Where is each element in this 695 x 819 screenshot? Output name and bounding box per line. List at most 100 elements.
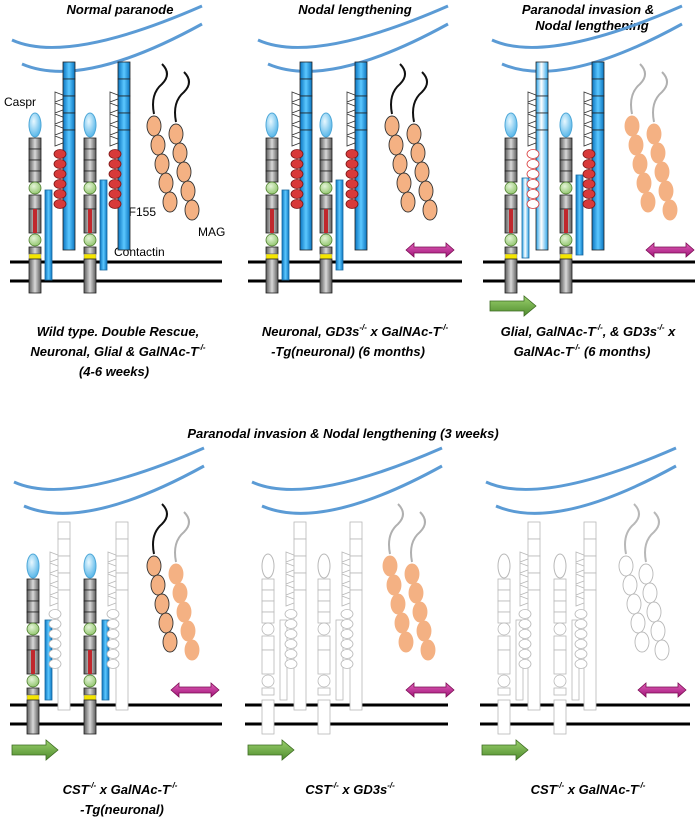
nf155-fn-domain xyxy=(62,95,76,114)
nf155-fn-domain xyxy=(117,61,131,80)
caption-cst-gd3s: CST-/- x GD3s-/- xyxy=(305,781,395,797)
nf155-fn-domain xyxy=(117,78,131,97)
caspr-yellow-band xyxy=(504,253,518,260)
nf155-ig-domain xyxy=(526,169,540,179)
nf155-ig-domain xyxy=(106,629,120,639)
nf155-fn-domain xyxy=(527,572,541,591)
myelin-line-outer xyxy=(11,4,203,49)
caspr-yellow-band xyxy=(319,253,333,260)
nf155-stalk xyxy=(117,129,131,251)
caspr-segment xyxy=(504,194,518,210)
caspr-segment xyxy=(319,159,333,172)
caspr-segment xyxy=(83,600,97,613)
nf155-stalk xyxy=(349,589,363,711)
nf155-triangle xyxy=(519,551,535,563)
caspr-tip xyxy=(553,553,567,579)
caspr-globule xyxy=(319,181,333,195)
mag-molecule xyxy=(146,63,178,213)
caspr-transmembrane xyxy=(319,258,333,294)
nf155-fn-domain xyxy=(354,61,368,80)
caspr-red-band xyxy=(88,650,92,674)
mag-ig-domain xyxy=(180,620,196,642)
caspr-globule xyxy=(265,233,279,247)
nf155-triangle xyxy=(49,562,65,574)
nf155-ig-domain xyxy=(290,169,304,179)
caspr-segment xyxy=(26,635,40,651)
nf155-fn-domain xyxy=(354,78,368,97)
caspr-segment xyxy=(28,137,42,150)
caspr-molecule xyxy=(497,553,511,735)
nf155-triangle xyxy=(346,124,362,136)
nf155-ig-domain xyxy=(518,629,532,639)
nf155-triangle xyxy=(285,573,301,585)
caspr-globule xyxy=(83,181,97,195)
nf155-ig-domain xyxy=(48,639,62,649)
mag-molecule xyxy=(146,503,178,653)
mag-tether xyxy=(630,63,646,115)
caspr-segment xyxy=(317,687,331,696)
nf155-ig-domain xyxy=(340,649,354,659)
nf155-triangle xyxy=(291,135,307,147)
nf155-triangle xyxy=(291,91,307,103)
mag-ig-domain xyxy=(150,134,166,156)
caspr-segment xyxy=(497,611,511,624)
nf155-ig-domain xyxy=(284,629,298,639)
mag-ig-domain xyxy=(650,620,666,642)
caspr-red-band xyxy=(509,209,513,233)
nodal-lengthening-arrow xyxy=(405,682,455,698)
caspr-molecule xyxy=(28,112,42,294)
nf155-triangle xyxy=(285,595,301,607)
caspr-segment xyxy=(261,649,275,675)
caspr-globule xyxy=(28,181,42,195)
nf155-triangle xyxy=(341,573,357,585)
caspr-globule xyxy=(504,181,518,195)
caspr-molecule xyxy=(553,553,567,735)
nf155-fn-domain xyxy=(293,521,307,540)
nf155-ig-domain xyxy=(574,629,588,639)
mag-ig-domain xyxy=(158,612,174,634)
contactin-molecule xyxy=(335,179,344,271)
nf155-ig-domain xyxy=(284,649,298,659)
mag-ig-domain xyxy=(654,639,670,661)
nf155-ig-domain xyxy=(53,199,67,209)
mag-ig-domain xyxy=(386,574,402,596)
nf155-triangle xyxy=(54,102,70,114)
mag-ig-domain xyxy=(392,153,408,175)
nf155-ig-domain xyxy=(340,629,354,639)
caspr-segment xyxy=(265,194,279,210)
mag-molecule xyxy=(638,511,670,661)
nf155-ig-domain xyxy=(526,199,540,209)
caspr-segment xyxy=(319,246,333,255)
mag-molecule xyxy=(168,71,200,221)
nf155-ig-domain xyxy=(526,149,540,159)
mag-ig-domain xyxy=(396,172,412,194)
caspr-tip xyxy=(83,553,97,579)
mag-tether xyxy=(174,71,190,123)
caspr-tip xyxy=(317,553,331,579)
caspr-segment xyxy=(26,589,40,602)
svg-text:Glial, GalNAc-T-/-, & GD3s-/-: Glial, GalNAc-T-/-, & GD3s-/- x xyxy=(501,323,677,339)
nf155-ig-domain xyxy=(340,609,354,619)
nf155-fn-domain xyxy=(117,95,131,114)
nf155-ig-domain xyxy=(340,659,354,669)
nf155-triangle xyxy=(519,595,535,607)
nf155-stalk xyxy=(62,129,76,251)
nf155-ig-domain xyxy=(518,639,532,649)
nf155-fn-domain xyxy=(535,61,549,80)
caspr-globule xyxy=(559,233,573,247)
nf155-molecule xyxy=(290,61,313,251)
nf155-ig-domain xyxy=(48,649,62,659)
mag-tether xyxy=(390,63,406,115)
mag-ig-domain xyxy=(168,563,184,585)
caspr-segment xyxy=(26,611,40,624)
nf155-triangle xyxy=(291,113,307,125)
mag-tether xyxy=(174,511,190,563)
nf155-fn-domain xyxy=(349,538,363,557)
caspr-segment xyxy=(553,635,567,651)
nf155-fn-domain xyxy=(299,78,313,97)
mag-molecule xyxy=(624,63,656,213)
caspr-molecule xyxy=(265,112,279,294)
caspr-globule xyxy=(261,674,275,688)
mag-ig-domain xyxy=(400,191,416,213)
mag-molecule xyxy=(404,511,436,661)
